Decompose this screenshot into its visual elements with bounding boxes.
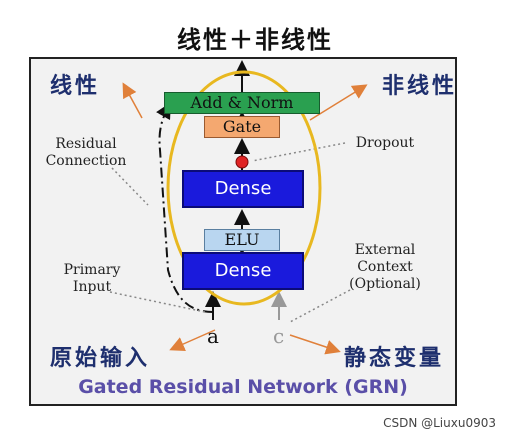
elu-block: ELU (204, 229, 280, 251)
annotation-static-variable: 静态变量 (344, 345, 445, 371)
dropout-dot (235, 155, 249, 169)
gate-block: Gate (204, 116, 280, 138)
annotation-arrow-raw-input (169, 329, 216, 352)
add-norm-label: Add & Norm (190, 93, 294, 112)
add-norm-block: Add & Norm (164, 92, 320, 114)
input-a-label: a (207, 324, 219, 348)
dense-block-top: Dense (182, 170, 304, 208)
gate-label: Gate (222, 117, 262, 136)
dropout-label: Dropout (355, 135, 415, 151)
dense-block-bottom: Dense (182, 252, 304, 290)
residual-connection-label: Residual Connection (45, 136, 127, 169)
page-title: 线性＋非线性 (177, 26, 333, 54)
annotation-arrow-linear (122, 82, 143, 119)
input-c-label: c (273, 324, 285, 348)
dense-bottom-label: Dense (214, 260, 272, 281)
diagram-footer-title: Gated Residual Network (GRN) (78, 376, 408, 398)
watermark: CSDN @Liuxu0903 (383, 416, 496, 430)
primary-input-label: Primary Input (63, 262, 121, 295)
elu-label: ELU (224, 230, 260, 249)
annotation-arrow-nonlinear (309, 84, 368, 121)
annotation-linear: 线性 (50, 73, 101, 99)
external-context-label: External Context (Optional) (349, 242, 421, 292)
nonlinear-highlight-ellipse (166, 70, 322, 306)
annotation-arrow-static (289, 334, 341, 355)
dense-top-label: Dense (214, 178, 272, 199)
residual-connection-path (156, 102, 214, 313)
annotation-nonlinear: 非线性 (382, 73, 458, 99)
annotation-raw-input: 原始输入 (50, 345, 151, 371)
